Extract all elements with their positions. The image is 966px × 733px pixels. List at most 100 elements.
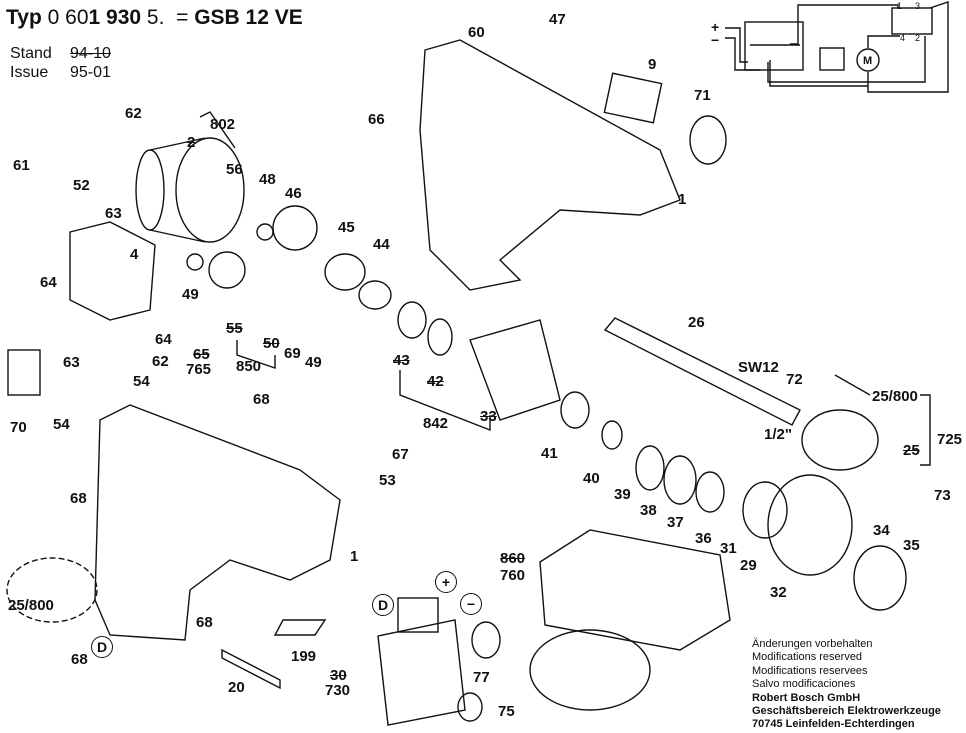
part-label[interactable]: 860 xyxy=(500,550,526,567)
part-label[interactable]: 64 xyxy=(40,274,57,291)
part-label[interactable]: 75 xyxy=(498,703,515,720)
part-label[interactable]: 68 xyxy=(70,490,87,507)
part-label[interactable]: 62 xyxy=(152,353,169,370)
part-label[interactable]: 850 xyxy=(236,358,262,375)
equals-sign: = xyxy=(176,6,189,29)
part-label[interactable]: 40 xyxy=(583,470,600,487)
part-label[interactable]: 1/2" xyxy=(764,426,792,443)
part-label[interactable]: 54 xyxy=(53,416,70,433)
part-label[interactable]: 802 xyxy=(210,116,236,133)
part-label[interactable]: 725 xyxy=(937,431,963,448)
part-label[interactable]: 47 xyxy=(549,11,566,28)
part-label[interactable]: 37 xyxy=(667,514,684,531)
part-label[interactable]: 49 xyxy=(305,354,322,371)
part-label[interactable]: 765 xyxy=(186,361,212,378)
part-label[interactable]: 25 xyxy=(903,442,920,459)
part-label[interactable]: 30 xyxy=(330,667,347,684)
part-label[interactable]: 34 xyxy=(873,522,890,539)
gear-housing-32 xyxy=(767,474,853,576)
part-label[interactable]: 35 xyxy=(903,537,920,554)
company-division: Geschäftsbereich Elektrowerkzeuge xyxy=(752,705,941,718)
part-label[interactable]: 71 xyxy=(694,87,711,104)
part-label[interactable]: 730 xyxy=(325,682,351,699)
part-label[interactable]: 73 xyxy=(934,487,951,504)
part-label[interactable]: 68 xyxy=(71,651,88,668)
part-label[interactable]: 842 xyxy=(423,415,449,432)
part-label[interactable]: 69 xyxy=(284,345,301,362)
spring-45 xyxy=(324,253,366,291)
part-label[interactable]: 25/800 xyxy=(8,597,54,614)
chuck-25 xyxy=(801,409,879,471)
part-label[interactable]: 46 xyxy=(285,185,302,202)
part-label[interactable]: 1 xyxy=(350,548,359,565)
seal-77 xyxy=(471,621,501,659)
bracket-725 xyxy=(920,394,931,466)
part-label[interactable]: 50 xyxy=(263,335,280,352)
part-label[interactable]: 9 xyxy=(648,56,657,73)
typ-number-prefix: 0 60 xyxy=(47,6,89,29)
part-label[interactable]: 20 xyxy=(228,679,245,696)
battery-730 xyxy=(377,619,466,726)
bearing-29 xyxy=(742,481,788,539)
part-label[interactable]: 33 xyxy=(480,408,497,425)
part-label[interactable]: 29 xyxy=(740,557,757,574)
part-label[interactable]: 32 xyxy=(770,584,787,601)
part-label[interactable]: 36 xyxy=(695,530,712,547)
bracket-842 xyxy=(399,370,491,432)
part-label[interactable]: 65 xyxy=(193,346,210,363)
document-title: Typ 0 601 930 5. = GSB 12 VE xyxy=(6,6,303,30)
part-label[interactable]: 48 xyxy=(259,171,276,188)
part-label[interactable]: 52 xyxy=(73,177,90,194)
part-label[interactable]: 70 xyxy=(10,419,27,436)
part-label[interactable]: 62 xyxy=(125,105,142,122)
part-label[interactable]: 42 xyxy=(427,373,444,390)
housing-half-2 xyxy=(94,404,341,641)
part-label[interactable]: 55 xyxy=(226,320,243,337)
part-label[interactable]: 41 xyxy=(541,445,558,462)
part-label[interactable]: 61 xyxy=(13,157,30,174)
typ-label: Typ xyxy=(6,6,42,29)
stand-label: Stand xyxy=(10,45,52,62)
part-label[interactable]: 2 xyxy=(187,134,196,151)
legal-notes: Änderungen vorbehalten Modifications res… xyxy=(752,638,941,732)
part-label[interactable]: 72 xyxy=(786,371,803,388)
part-label[interactable]: 64 xyxy=(155,331,172,348)
bracket-802 xyxy=(199,111,236,149)
part-label[interactable]: 39 xyxy=(614,486,631,503)
model-name: GSB 12 VE xyxy=(194,6,303,29)
part-label[interactable]: 49 xyxy=(182,286,199,303)
part-label[interactable]: 25/800 xyxy=(872,388,918,405)
part-label[interactable]: SW12 xyxy=(738,359,779,376)
part-label[interactable]: 38 xyxy=(640,502,657,519)
part-label[interactable]: 67 xyxy=(392,446,409,463)
part-label[interactable]: 68 xyxy=(196,614,213,631)
part-label[interactable]: 66 xyxy=(368,111,385,128)
part-label[interactable]: 63 xyxy=(105,205,122,222)
part-label[interactable]: 68 xyxy=(253,391,270,408)
part-label[interactable]: 760 xyxy=(500,567,526,584)
housing-half-1 xyxy=(419,39,681,291)
typ-number-main: 1 930 xyxy=(88,6,142,29)
part-label[interactable]: 45 xyxy=(338,219,355,236)
part-label[interactable]: 31 xyxy=(720,540,737,557)
part-label[interactable]: 54 xyxy=(133,373,150,390)
part-label[interactable]: 63 xyxy=(63,354,80,371)
speed-control-module xyxy=(819,47,845,71)
motor-drawing xyxy=(135,137,245,243)
part-label[interactable]: 44 xyxy=(373,236,390,253)
switch-terminal-4: 4 xyxy=(900,33,906,43)
part-label[interactable]: 56 xyxy=(226,161,243,178)
part-label[interactable]: 60 xyxy=(468,24,485,41)
part-label[interactable]: 53 xyxy=(379,472,396,489)
part-label[interactable]: 1 xyxy=(678,191,687,208)
motor-label: M xyxy=(863,55,873,67)
note-line: Modifications reserved xyxy=(752,651,863,664)
part-label[interactable]: 43 xyxy=(393,352,410,369)
marker-d-battery: D xyxy=(372,594,394,616)
part-label[interactable]: 199 xyxy=(291,648,317,665)
part-label[interactable]: 4 xyxy=(130,246,139,263)
charger-760 xyxy=(539,529,731,651)
wiring-plus-symbol: + xyxy=(711,19,720,35)
part-label[interactable]: 26 xyxy=(688,314,705,331)
part-label[interactable]: 77 xyxy=(473,669,490,686)
